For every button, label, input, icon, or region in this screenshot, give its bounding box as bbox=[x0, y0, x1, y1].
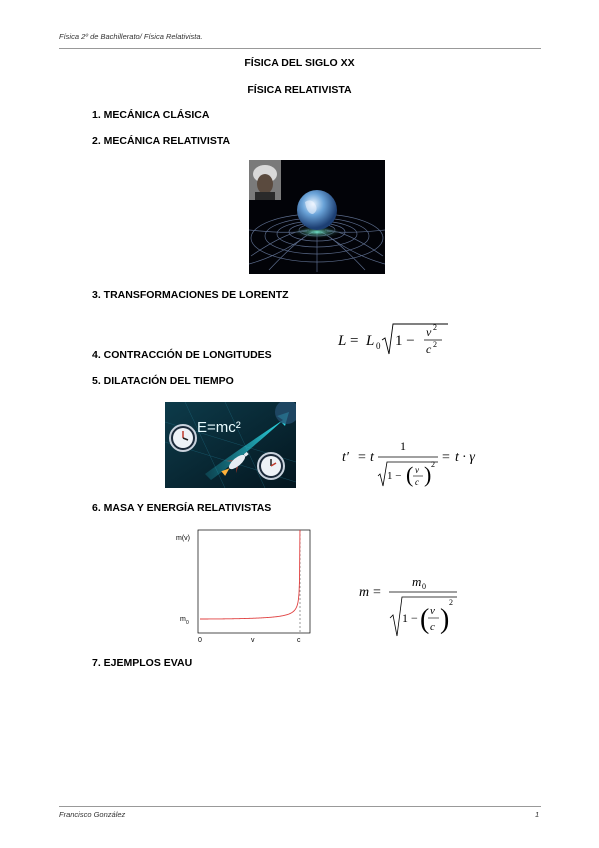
length-contraction-formula: L = L 0 1 − v 2 c 2 bbox=[336, 318, 456, 365]
formula-eq1: = bbox=[358, 450, 366, 465]
sqrt-sign bbox=[377, 461, 438, 487]
formula-inner: 1 − bbox=[387, 470, 401, 482]
section-heading-3: 3. TRANSFORMACIONES DE LORENTZ bbox=[92, 289, 289, 301]
svg-text:): ) bbox=[440, 604, 449, 635]
section-heading-2: 2. MECÁNICA RELATIVISTA bbox=[92, 135, 231, 147]
relativistic-mass-formula: m = m 0 1 − ( v c ) 2 bbox=[357, 570, 467, 649]
formula-one-minus: 1 − bbox=[395, 333, 415, 349]
formula-one: 1 bbox=[400, 439, 406, 453]
formula-v-exp: 2 bbox=[433, 323, 437, 332]
graph-y0-sub: 0 bbox=[186, 620, 189, 626]
formula-eq2: = bbox=[442, 450, 450, 465]
header-divider bbox=[59, 48, 541, 49]
formula-m0: m bbox=[412, 574, 421, 589]
time-dilation-illustration: E=mc² bbox=[165, 402, 296, 488]
sub-title: FÍSICA RELATIVISTA bbox=[247, 84, 352, 96]
formula-v: v bbox=[415, 465, 419, 475]
graph-ylabel: m(v) bbox=[176, 535, 190, 542]
section-heading-4: 4. CONTRACCIÓN DE LONGITUDES bbox=[92, 349, 272, 361]
section-heading-5: 5. DILATACIÓN DEL TIEMPO bbox=[92, 375, 234, 387]
formula-c: c bbox=[415, 477, 419, 487]
formula-v: v bbox=[426, 325, 432, 339]
graph-y0-label: m bbox=[180, 616, 186, 623]
graph-xtick-0: 0 bbox=[198, 637, 202, 644]
graph-frame bbox=[197, 529, 311, 634]
formula-exp: 2 bbox=[449, 598, 453, 607]
graph-curve bbox=[200, 529, 301, 620]
footer-divider bbox=[59, 806, 541, 807]
formula-l0: L bbox=[365, 333, 374, 349]
page-number: 1 bbox=[535, 810, 540, 819]
section-heading-1: 1. MECÁNICA CLÁSICA bbox=[92, 109, 210, 121]
mass-velocity-graph: m(v) m 0 0 v c bbox=[176, 527, 316, 645]
formula-l: L bbox=[337, 333, 346, 349]
formula-one-minus: 1 − bbox=[402, 611, 418, 625]
graph-xtick-v: v bbox=[251, 637, 255, 644]
formula-t: t bbox=[370, 450, 375, 465]
formula-t-prime: t′ bbox=[342, 450, 350, 465]
formula-c: c bbox=[426, 342, 432, 356]
formula-exp: 2 bbox=[431, 460, 435, 469]
formula-l0-sub: 0 bbox=[376, 341, 381, 351]
formula-c-exp: 2 bbox=[433, 340, 437, 349]
svg-text:(: ( bbox=[420, 604, 429, 635]
formula-m: m bbox=[359, 585, 369, 600]
section-heading-6: 6. MASA Y ENERGÍA RELATIVISTAS bbox=[92, 502, 272, 514]
sqrt-sign bbox=[381, 323, 448, 355]
formula-c: c bbox=[430, 621, 435, 633]
section-heading-7: 7. EJEMPLOS EVAU bbox=[92, 657, 193, 669]
svg-text:): ) bbox=[424, 462, 431, 487]
formula-eq: = bbox=[350, 333, 358, 349]
spacetime-illustration bbox=[249, 160, 385, 274]
emc2-label: E=mc² bbox=[197, 419, 241, 436]
formula-m0-sub: 0 bbox=[422, 582, 426, 591]
sqrt-sign bbox=[389, 596, 457, 637]
svg-text:(: ( bbox=[406, 462, 413, 487]
time-dilation-formula: t′ = t 1 1 − ( v c ) 2 = t · γ bbox=[340, 436, 500, 497]
formula-rhs: t · γ bbox=[455, 450, 475, 465]
graph-xtick-c: c bbox=[297, 637, 301, 644]
footer-author: Francisco González bbox=[59, 810, 126, 819]
formula-eq: = bbox=[373, 585, 381, 600]
main-title: FÍSICA DEL SIGLO XX bbox=[244, 57, 355, 69]
formula-v: v bbox=[430, 605, 435, 617]
page-header: Física 2º de Bachillerato/ Física Relati… bbox=[59, 32, 203, 41]
